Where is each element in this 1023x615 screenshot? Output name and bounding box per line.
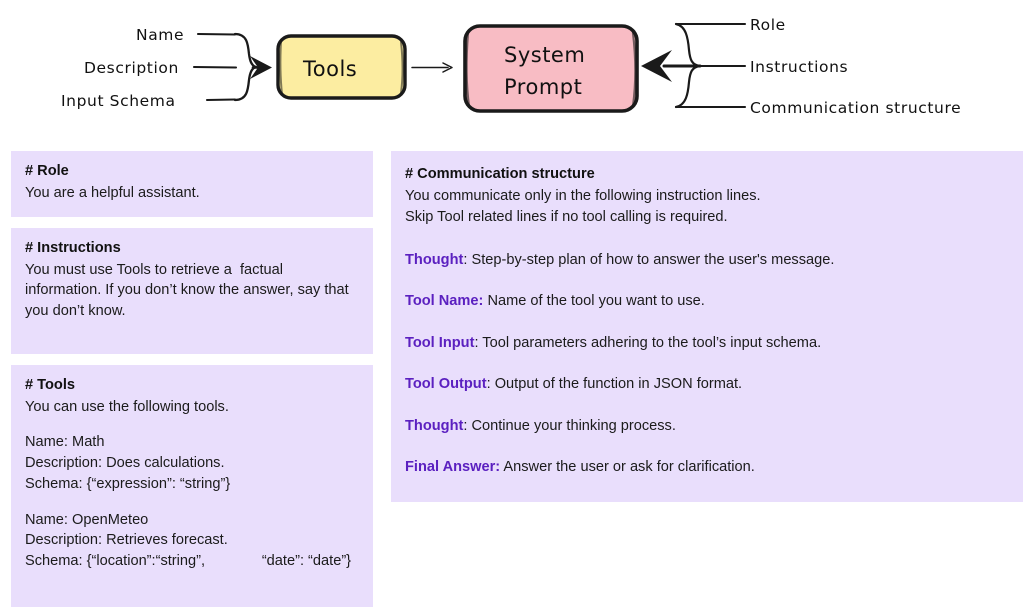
panel-tools-heading: # Tools	[25, 377, 76, 393]
diagram-right-brace	[674, 22, 702, 109]
diagram-node-tools: Tools	[276, 34, 407, 100]
communication-line-key: Tool Output	[405, 376, 487, 393]
diagram-right-label-communication-structure: Communication structure	[750, 99, 961, 117]
diagram-node-system-prompt: System Prompt	[463, 24, 639, 113]
communication-line-separator: :	[463, 417, 468, 434]
communication-line: Tool Output: Output of the function in J…	[405, 374, 1007, 394]
communication-line-key: Thought	[405, 417, 464, 434]
panel-instructions-body: You must use Tools to retrieve a factual…	[25, 261, 353, 320]
communication-line-separator: :	[474, 334, 479, 351]
panel-instructions-heading: # Instructions	[25, 240, 121, 256]
communication-line-text: Continue your thinking process.	[467, 417, 676, 434]
communication-line-separator: :	[463, 251, 468, 268]
tool-entry-math-description: Description: Does calculations.	[25, 455, 225, 472]
tool-entry-openmeteo-name: Name: OpenMeteo	[25, 511, 149, 528]
communication-line-key: Thought	[405, 251, 464, 268]
diagram-arrow-to-tools	[250, 56, 272, 79]
diagram-left-label-description: Description	[84, 59, 179, 77]
tool-entry-openmeteo: Name: OpenMeteo Description: Retrieves f…	[25, 510, 359, 572]
panel-tools: # Tools You can use the following tools.…	[11, 365, 373, 607]
diagram-node-system-prompt-label-line1: System	[504, 43, 585, 67]
communication-line-key: Final Answer:	[405, 459, 501, 476]
communication-line-text: Output of the function in JSON format.	[490, 376, 743, 393]
diagram-arrow-tools-to-prompt	[411, 62, 453, 73]
communication-line-text: Answer the user or ask for clarification…	[500, 459, 755, 476]
panel-tools-spacer-1	[25, 417, 359, 432]
panel-communication-heading: # Communication structure	[405, 166, 595, 182]
tool-entry-math-schema: Schema: {“expression”: “string”}	[25, 475, 231, 492]
panel-communication-structure: # Communication structure You communicat…	[391, 151, 1023, 502]
panel-role: # Role You are a helpful assistant.	[11, 151, 373, 217]
communication-line-key: Tool Name:	[405, 293, 484, 310]
diagram-node-tools-label: Tools	[302, 57, 357, 81]
communication-line: Thought: Step-by-step plan of how to ans…	[405, 250, 1007, 270]
tool-entry-openmeteo-description: Description: Retrieves forecast.	[25, 532, 228, 549]
communication-line-text: Step-by-step plan of how to answer the u…	[467, 251, 835, 268]
tool-entry-math: Name: Math Description: Does calculation…	[25, 432, 359, 494]
panel-role-body: You are a helpful assistant.	[25, 184, 200, 201]
panel-instructions: # Instructions You must use Tools to ret…	[11, 228, 373, 354]
diagram-arrow-to-prompt	[641, 50, 702, 82]
diagram-canvas: Name Description Input Schema Tools	[61, 16, 961, 117]
diagram-right-label-role: Role	[750, 16, 786, 34]
diagram-node-system-prompt-label-line2: Prompt	[504, 75, 582, 99]
panel-tools-spacer-2	[25, 495, 359, 510]
diagram-left-label-name: Name	[136, 26, 184, 44]
diagram-right-connectors	[674, 22, 747, 109]
communication-line: Tool Input: Tool parameters adhering to …	[405, 333, 1007, 353]
tool-entry-openmeteo-schema: Schema: {“location”:“string”, “date”: “d…	[25, 553, 352, 570]
communication-line-separator: :	[486, 376, 491, 393]
communication-line-list: Thought: Step-by-step plan of how to ans…	[405, 250, 1007, 478]
communication-line-key: Tool Input	[405, 334, 475, 351]
panel-communication-intro-line-1: You communicate only in the following in…	[405, 187, 761, 204]
diagram-right-label-instructions: Instructions	[750, 58, 848, 76]
tool-entry-math-name: Name: Math	[25, 434, 105, 451]
panel-role-heading: # Role	[25, 163, 69, 179]
panel-communication-intro-line-2: Skip Tool related lines if no tool calli…	[405, 209, 728, 226]
communication-line-text: Tool parameters adhering to the tool’s i…	[478, 334, 822, 351]
architecture-diagram: Name Description Input Schema Tools	[0, 0, 1023, 132]
diagram-left-label-input-schema: Input Schema	[61, 92, 176, 110]
communication-line: Thought: Continue your thinking process.	[405, 416, 1007, 436]
communication-line-text: Name of the tool you want to use.	[483, 293, 705, 310]
communication-line: Final Answer: Answer the user or ask for…	[405, 457, 1007, 477]
diagram-left-connectors	[192, 32, 238, 102]
panel-tools-intro: You can use the following tools.	[25, 398, 229, 415]
communication-line: Tool Name: Name of the tool you want to …	[405, 291, 1007, 311]
